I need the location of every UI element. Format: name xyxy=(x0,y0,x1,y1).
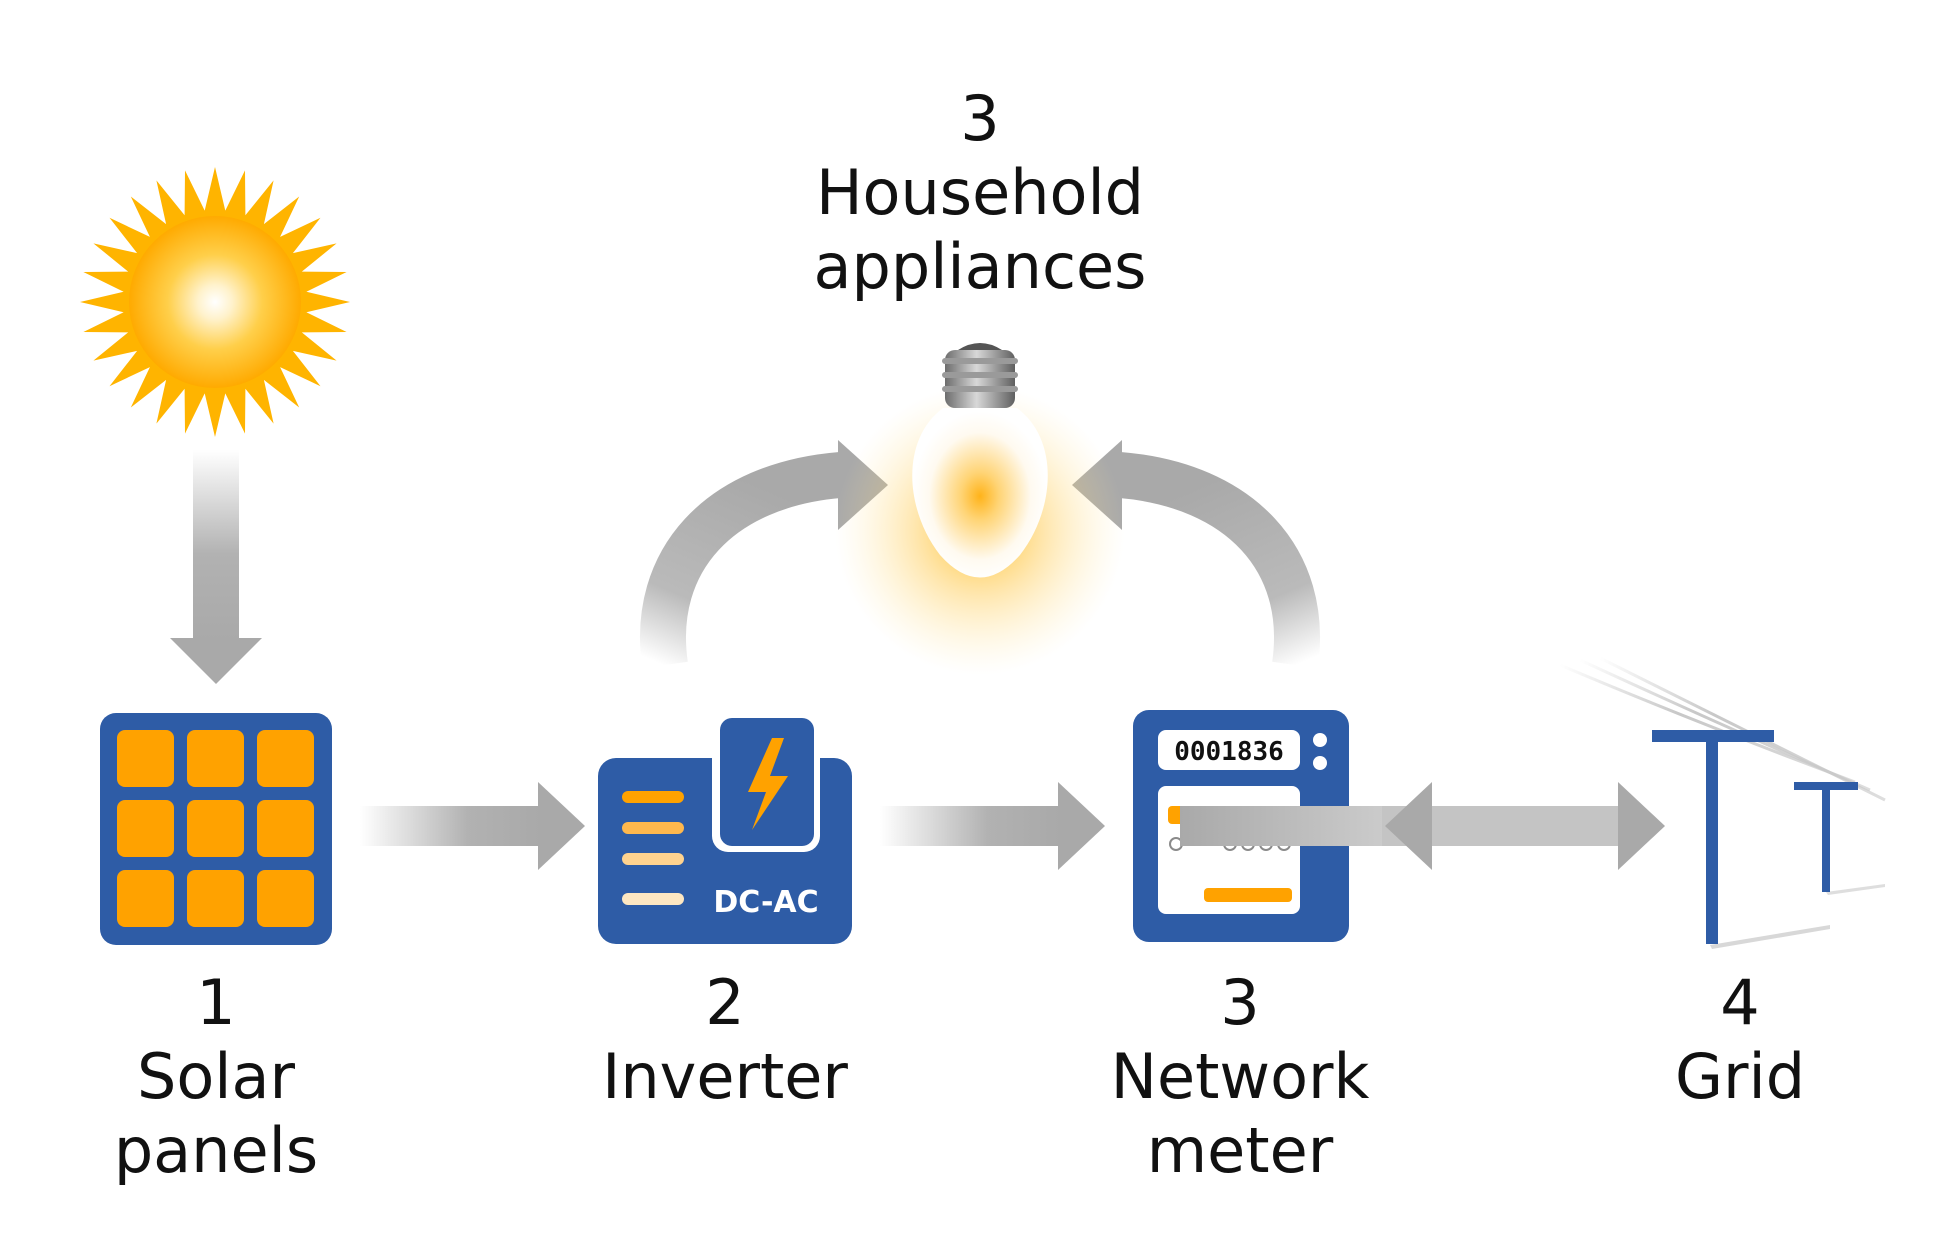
step-number-solar: 1 xyxy=(196,966,236,1039)
step-number-inverter: 2 xyxy=(705,966,745,1039)
label-grid: 4 Grid xyxy=(1610,966,1870,1114)
step-title-meter-line1: Network xyxy=(1110,1040,1370,1113)
step-title-meter-line2: meter xyxy=(1146,1114,1334,1187)
step-title-appliances-line2: appliances xyxy=(813,230,1147,303)
arrow-panels-to-inverter xyxy=(360,782,585,870)
sun-icon xyxy=(80,167,350,437)
solar-cell xyxy=(187,800,244,857)
step-title-solar-line2: panels xyxy=(113,1114,319,1187)
light-bulb-icon xyxy=(835,343,1125,675)
step-number-grid: 4 xyxy=(1720,966,1760,1039)
arrow-inverter-to-meter xyxy=(880,782,1105,870)
arrow-meter-grid-bidirectional xyxy=(1180,782,1665,870)
solar-cell xyxy=(257,800,314,857)
solar-cell xyxy=(257,730,314,787)
meter-reading: 0001836 xyxy=(1174,737,1284,767)
solar-cell xyxy=(257,870,314,927)
solar-cell xyxy=(117,730,174,787)
label-network-meter: 3 Network meter xyxy=(1080,966,1400,1188)
solar-cell xyxy=(117,870,174,927)
inverter-badge-text: DC-AC xyxy=(713,885,818,920)
step-title-appliances-line1: Household xyxy=(815,156,1145,229)
solar-panel-icon xyxy=(100,713,332,945)
solar-cell xyxy=(187,870,244,927)
power-pole-icon xyxy=(1559,656,1886,949)
step-title-inverter: Inverter xyxy=(602,1040,848,1113)
label-solar-panels: 1 Solar panels xyxy=(76,966,356,1188)
step-title-solar-line1: Solar xyxy=(137,1040,295,1113)
solar-cell xyxy=(187,730,244,787)
label-household-appliances: 3 Household appliances xyxy=(780,82,1180,304)
solar-cell xyxy=(117,800,174,857)
label-inverter: 2 Inverter xyxy=(575,966,875,1114)
step-number-meter: 3 xyxy=(1220,966,1260,1039)
inverter-icon: DC-AC xyxy=(598,712,852,944)
arrow-sun-to-panels xyxy=(170,450,262,684)
step-title-grid: Grid xyxy=(1674,1040,1806,1113)
step-number-appliances: 3 xyxy=(960,82,1000,155)
